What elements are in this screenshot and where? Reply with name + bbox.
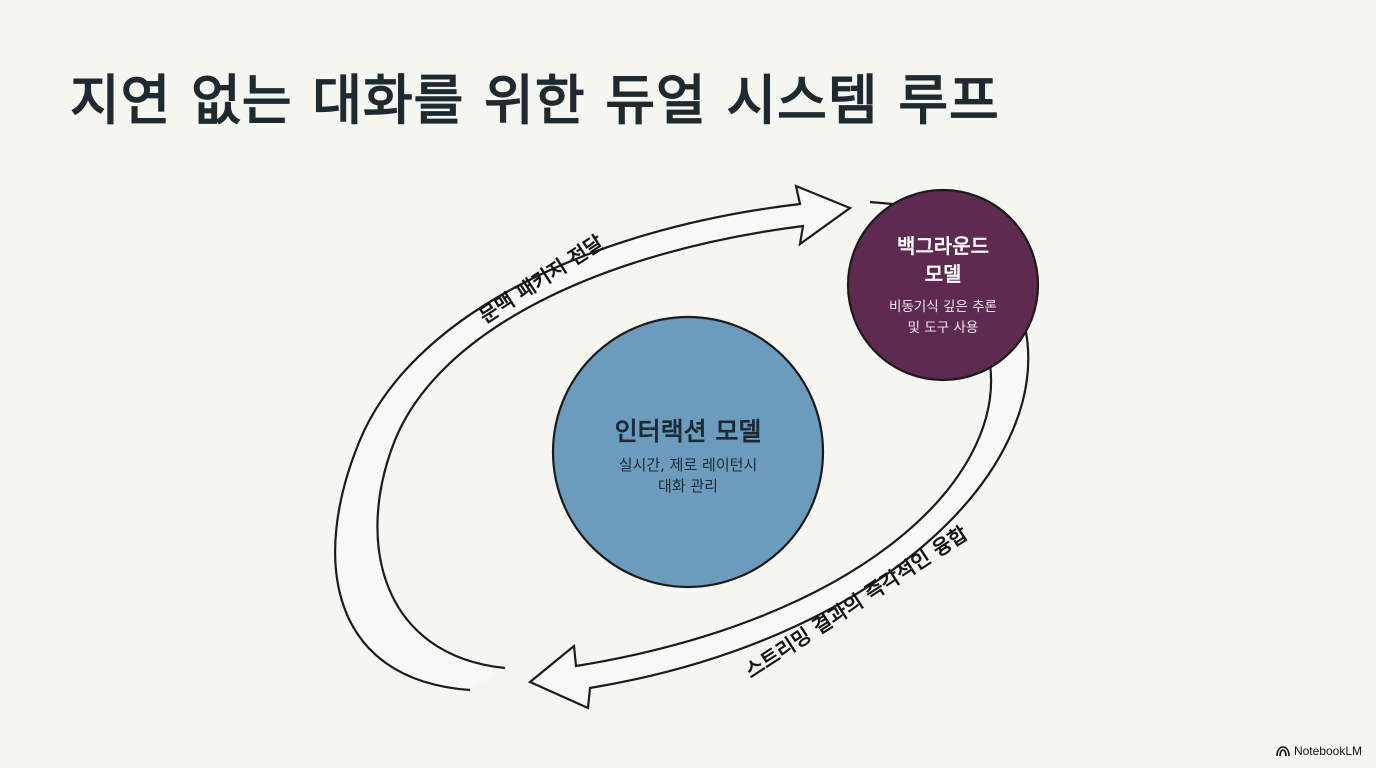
page-title: 지연 없는 대화를 위한 듀얼 시스템 루프 [70, 69, 1000, 132]
notebooklm-brand: NotebookLM [1276, 744, 1362, 758]
background-model-node: 백그라운드 모델 비동기식 깊은 추론 및 도구 사용 [846, 188, 1040, 382]
background-model-desc-line2: 및 도구 사용 [908, 320, 979, 336]
interaction-model-title: 인터랙션 모델 [615, 417, 762, 446]
background-model-circle [846, 188, 1040, 382]
context-arrow-tail [869, 200, 894, 206]
context-arrow-body [334, 184, 853, 692]
interaction-model-desc-line1: 실시간, 제로 레이턴시 [619, 456, 758, 474]
interaction-model-node: 인터랙션 모델 실시간, 제로 레이턴시 대화 관리 [551, 315, 825, 589]
background-model-title-line2: 모델 [925, 262, 962, 286]
background-model-title-line1: 백그라운드 [897, 234, 989, 258]
background-model-desc-line1: 비동기식 깊은 추론 [889, 299, 997, 315]
streaming-arrow-body [527, 331, 1030, 710]
notebooklm-logo-icon [1276, 745, 1290, 757]
notebooklm-label: NotebookLM [1293, 744, 1362, 758]
interaction-model-circle [551, 315, 825, 589]
interaction-model-desc-line2: 대화 관리 [658, 477, 718, 495]
